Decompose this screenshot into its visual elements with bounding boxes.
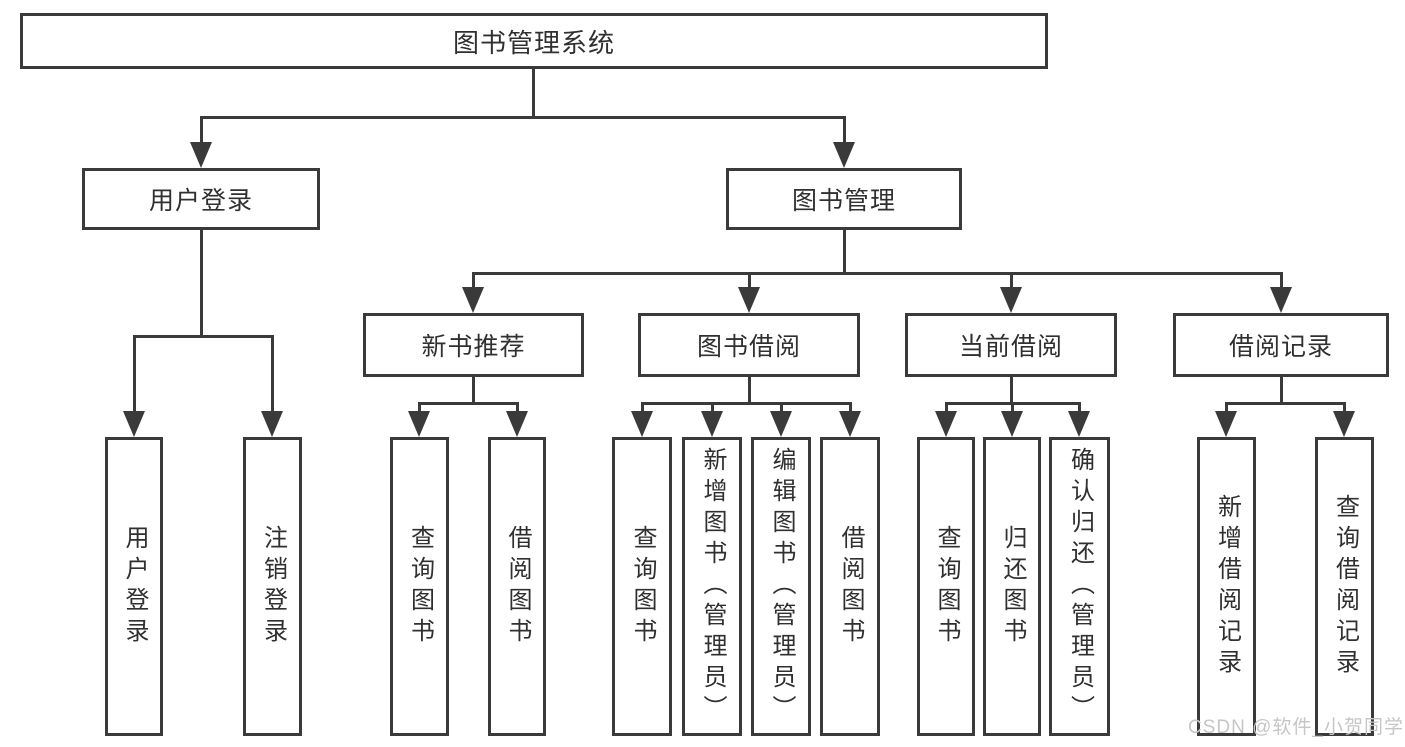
connector-line	[472, 377, 475, 405]
connector-line	[200, 116, 203, 148]
leaf-add-borrow-record: 新增借阅记录	[1197, 437, 1256, 736]
connector-line	[843, 230, 846, 275]
arrow-down	[261, 411, 283, 437]
node-root: 图书管理系统	[20, 13, 1048, 69]
node-book-management: 图书管理	[726, 168, 962, 230]
connector-line	[945, 402, 948, 418]
node-new-book-recommend: 新书推荐	[363, 313, 584, 377]
connector-line	[418, 402, 519, 405]
connector-line	[1343, 402, 1346, 418]
connector-line	[748, 272, 751, 296]
arrow-down	[1270, 287, 1292, 313]
connector-line	[516, 402, 519, 418]
connector-line	[1225, 402, 1346, 405]
arrow-down	[770, 411, 792, 437]
connector-line	[200, 230, 203, 337]
leaf-logout: 注销登录	[243, 437, 302, 736]
arrow-down	[506, 411, 528, 437]
arrow-down	[701, 411, 723, 437]
arrow-down	[408, 411, 430, 437]
arrow-down	[190, 142, 212, 168]
connector-line	[418, 402, 421, 418]
leaf-confirm-return-admin: 确认归还（管理员）	[1049, 437, 1110, 736]
node-borrow-records: 借阅记录	[1173, 313, 1389, 377]
node-user-login: 用户登录	[82, 168, 320, 230]
leaf-borrow-books-recommend: 借阅图书	[488, 437, 546, 736]
connector-line	[1010, 272, 1013, 296]
connector-line	[1225, 402, 1228, 418]
leaf-return-book: 归还图书	[983, 437, 1041, 736]
connector-line	[711, 402, 714, 418]
connector-line	[641, 402, 852, 405]
leaf-edit-book-admin: 编辑图书（管理员）	[751, 437, 811, 736]
arrow-down	[462, 287, 484, 313]
arrow-down	[1068, 411, 1090, 437]
connector-line	[641, 402, 644, 418]
connector-line	[1010, 377, 1013, 405]
arrow-down	[839, 411, 861, 437]
connector-line	[1280, 377, 1283, 405]
leaf-borrow-books-borrow: 借阅图书	[820, 437, 880, 736]
node-current-borrow: 当前借阅	[905, 313, 1117, 377]
node-book-borrow: 图书借阅	[638, 313, 860, 377]
connector-line	[472, 272, 1282, 275]
leaf-query-books-current: 查询图书	[917, 437, 975, 736]
watermark-text: CSDN @软件_小贺同学	[1188, 717, 1404, 738]
connector-line	[271, 335, 274, 417]
connector-line	[1078, 402, 1081, 418]
connector-line	[133, 335, 136, 417]
connector-line	[748, 377, 751, 405]
leaf-query-borrow-record: 查询借阅记录	[1315, 437, 1374, 736]
arrow-down	[935, 411, 957, 437]
arrow-down	[833, 142, 855, 168]
leaf-add-book-admin: 新增图书（管理员）	[682, 437, 742, 736]
arrow-down	[1000, 287, 1022, 313]
connector-line	[472, 272, 475, 296]
leaf-query-books-recommend: 查询图书	[390, 437, 449, 736]
connector-line	[532, 69, 535, 119]
arrow-down	[631, 411, 653, 437]
connector-line	[133, 335, 274, 338]
connector-line	[1280, 272, 1283, 296]
arrow-down	[1333, 411, 1355, 437]
connector-line	[849, 402, 852, 418]
connector-line	[200, 116, 846, 119]
arrow-down	[1001, 411, 1023, 437]
connector-line	[1011, 402, 1014, 418]
connector-line	[780, 402, 783, 418]
leaf-user-login: 用户登录	[105, 437, 163, 736]
leaf-query-books-borrow: 查询图书	[612, 437, 672, 736]
arrow-down	[1215, 411, 1237, 437]
arrow-down	[123, 411, 145, 437]
arrow-down	[738, 287, 760, 313]
connector-line	[843, 116, 846, 148]
